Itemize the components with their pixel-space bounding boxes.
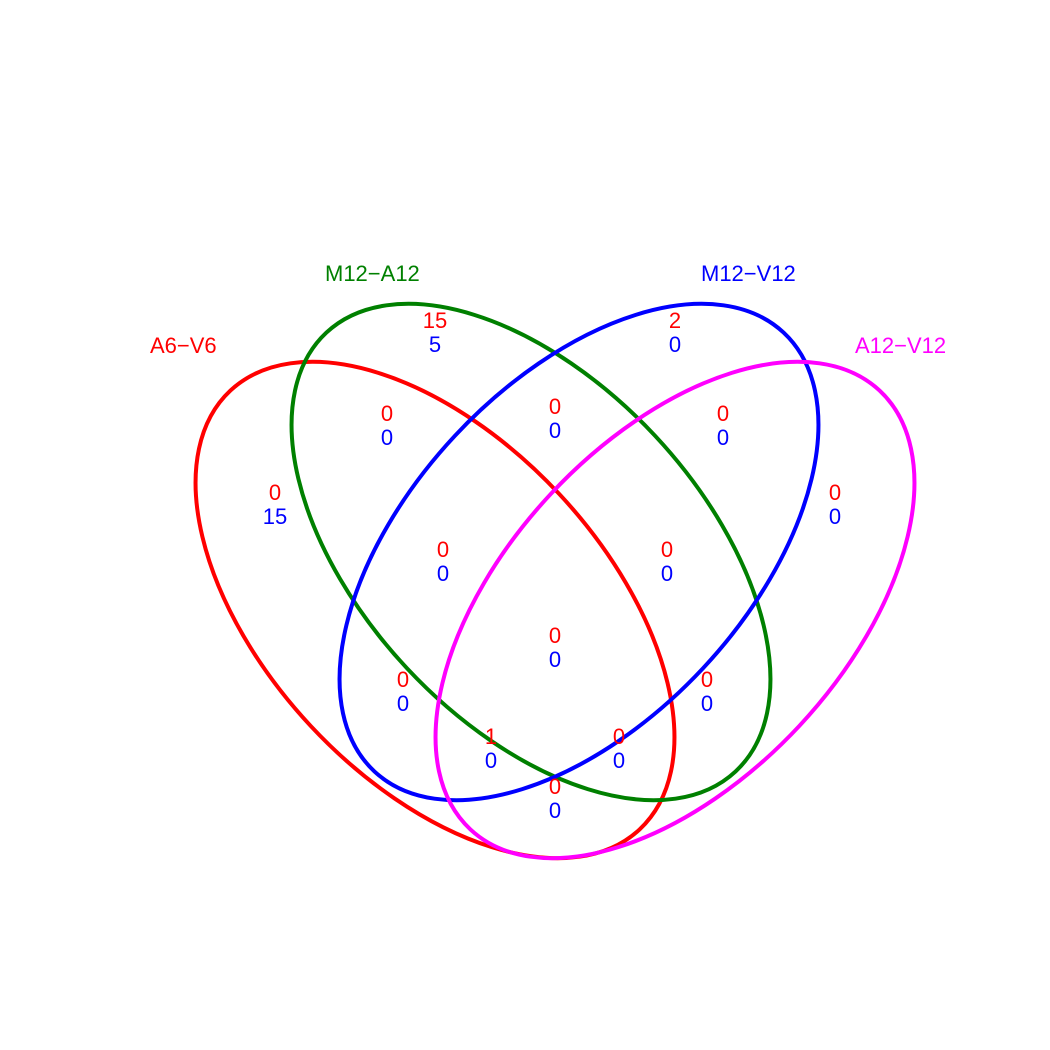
region-count-top-a12-v12: 0 (829, 480, 841, 505)
region-count-bottom-m12-v12-and-a12-v12: 0 (717, 425, 729, 450)
set-label-a12-v12: A12−V12 (855, 333, 946, 358)
set-label-a6-v6: A6−V6 (150, 333, 217, 358)
set-ellipse-a12-v12 (433, 359, 917, 861)
region-count-bottom-m12-a12: 5 (429, 332, 441, 357)
region-count-top-a6-v6-and-a12-v12: 0 (549, 774, 561, 799)
region-count-bottom-m12-v12: 0 (669, 332, 681, 357)
set-ellipses (193, 301, 917, 861)
region-count-top-a6-v6-and-m12-v12: 0 (397, 667, 409, 692)
region-count-top-m12-a12: 15 (423, 308, 447, 333)
set-label-m12-v12: M12−V12 (701, 261, 796, 286)
region-count-top-m12-a12-and-m12-v12: 0 (549, 394, 561, 419)
region-count-bottom-a6-v6-and-m12-a12-and-a12-v12: 0 (613, 748, 625, 773)
region-count-top-a6-v6: 0 (269, 480, 281, 505)
region-count-top-a6-v6-and-m12-a12-and-m12-v12: 0 (437, 537, 449, 562)
set-ellipse-a6-v6 (193, 359, 677, 861)
region-count-bottom-m12-a12-and-m12-v12-and-a12-v12: 0 (661, 561, 673, 586)
region-count-top-a6-v6-and-m12-a12: 0 (381, 401, 393, 426)
region-count-bottom-a6-v6-and-m12-a12-and-m12-v12: 0 (437, 561, 449, 586)
region-count-top-a6-v6-and-m12-a12-and-a12-v12: 0 (613, 724, 625, 749)
region-count-bottom-a6-v6-and-m12-a12-and-m12-v12-and-a12-v12: 0 (549, 647, 561, 672)
region-count-bottom-a12-v12: 0 (829, 504, 841, 529)
region-count-bottom-a6-v6-and-m12-v12: 0 (397, 691, 409, 716)
set-ellipse-m12-v12 (337, 301, 821, 803)
region-count-bottom-m12-a12-and-m12-v12: 0 (549, 418, 561, 443)
set-label-m12-a12: M12−A12 (325, 261, 420, 286)
region-count-bottom-m12-a12-and-a12-v12: 0 (701, 691, 713, 716)
region-count-top-a6-v6-and-m12-a12-and-m12-v12-and-a12-v12: 0 (549, 623, 561, 648)
region-count-bottom-a6-v6: 15 (263, 504, 287, 529)
set-ellipse-m12-a12 (289, 301, 773, 803)
region-count-top-m12-v12-and-a12-v12: 0 (717, 401, 729, 426)
region-count-bottom-a6-v6-and-m12-a12: 0 (381, 425, 393, 450)
region-count-top-m12-a12-and-m12-v12-and-a12-v12: 0 (661, 537, 673, 562)
region-count-bottom-a6-v6-and-a12-v12: 0 (549, 798, 561, 823)
region-count-top-m12-v12: 2 (669, 308, 681, 333)
region-count-top-m12-a12-and-a12-v12: 0 (701, 667, 713, 692)
region-count-bottom-a6-v6-and-m12-v12-and-a12-v12: 0 (485, 748, 497, 773)
region-count-top-a6-v6-and-m12-v12-and-a12-v12: 1 (485, 724, 497, 749)
